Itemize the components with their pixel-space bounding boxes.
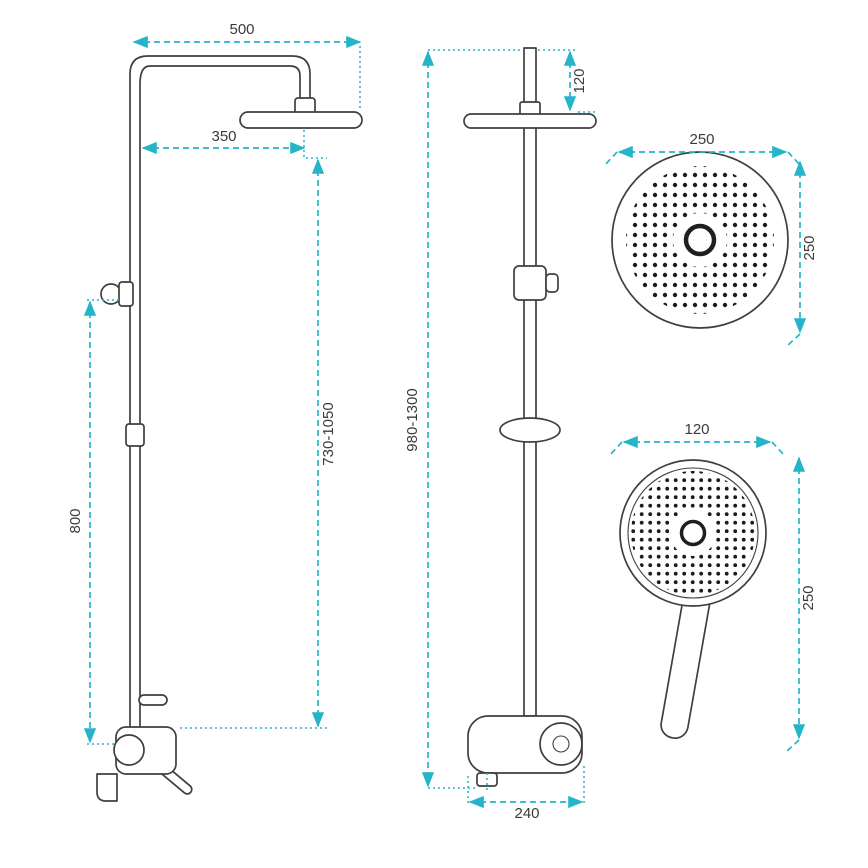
mixer-cap-side bbox=[113, 734, 145, 766]
hand-shower-center-hole bbox=[679, 519, 707, 547]
riser-pipe-side bbox=[129, 55, 311, 743]
hand-shower-view bbox=[619, 459, 767, 739]
dim-label-head-drop: 120 bbox=[571, 68, 588, 93]
witness-diagonal bbox=[787, 151, 801, 166]
dim-head-offset-350: 350 bbox=[141, 128, 306, 158]
overhead-shower-top-view bbox=[611, 151, 789, 329]
wall-bracket bbox=[118, 281, 134, 307]
mixer-handle-detail bbox=[552, 735, 570, 753]
dim-head-diameter-250-horizontal: 250 bbox=[604, 131, 801, 166]
mixer-handle-boss-front bbox=[539, 722, 583, 766]
wall-bracket-knob bbox=[100, 283, 122, 305]
hand-shower-face bbox=[627, 467, 759, 599]
dim-head-diameter-250-vertical: 250 bbox=[786, 160, 818, 347]
hand-shower-handle bbox=[660, 588, 711, 739]
dim-label-riser-range: 730-1050 bbox=[320, 402, 337, 465]
dim-head-drop-120: 120 bbox=[538, 49, 596, 113]
diverter-knob-front bbox=[545, 273, 559, 293]
witness-diagonal bbox=[785, 739, 800, 753]
dim-handshower-width-120: 120 bbox=[609, 421, 785, 456]
overhead-shower-side bbox=[239, 111, 363, 129]
dim-bracket-height-800: 800 bbox=[67, 299, 120, 745]
dim-arm-width-500: 500 bbox=[132, 21, 362, 108]
dim-mixer-width-240: 240 bbox=[467, 766, 585, 822]
witness-diagonal bbox=[609, 441, 623, 456]
shower-head-center-hole bbox=[683, 223, 717, 257]
dim-riser-range-730-1050: 730-1050 bbox=[180, 157, 337, 729]
dim-label-total-height: 980-1300 bbox=[404, 388, 421, 451]
soap-dish-front bbox=[499, 417, 561, 443]
dim-label-bracket-height: 800 bbox=[67, 508, 84, 533]
dim-label-handshower-width: 120 bbox=[684, 421, 709, 438]
front-view bbox=[463, 47, 597, 787]
dim-label-head-offset: 350 bbox=[211, 128, 236, 145]
dim-label-handshower-length: 250 bbox=[800, 585, 817, 610]
dim-handshower-length-250: 250 bbox=[785, 456, 817, 753]
dim-label-head-width: 250 bbox=[689, 131, 714, 148]
dim-label-arm-width: 500 bbox=[229, 21, 254, 38]
witness-diagonal bbox=[786, 333, 801, 347]
dim-label-head-height: 250 bbox=[801, 235, 818, 260]
dim-total-height-980-1300: 980-1300 bbox=[404, 49, 522, 789]
diverter-front bbox=[513, 265, 547, 301]
overhead-shower-front bbox=[463, 113, 597, 129]
witness-diagonal bbox=[771, 441, 785, 456]
mixer-spout-side bbox=[96, 773, 118, 802]
side-view bbox=[96, 55, 363, 802]
dim-label-mixer-width: 240 bbox=[514, 805, 539, 822]
riser-pipe-front bbox=[523, 47, 537, 717]
witness-diagonal bbox=[604, 151, 618, 166]
pipe-clamp-side bbox=[125, 423, 145, 447]
diverter-lever-side bbox=[138, 694, 168, 706]
